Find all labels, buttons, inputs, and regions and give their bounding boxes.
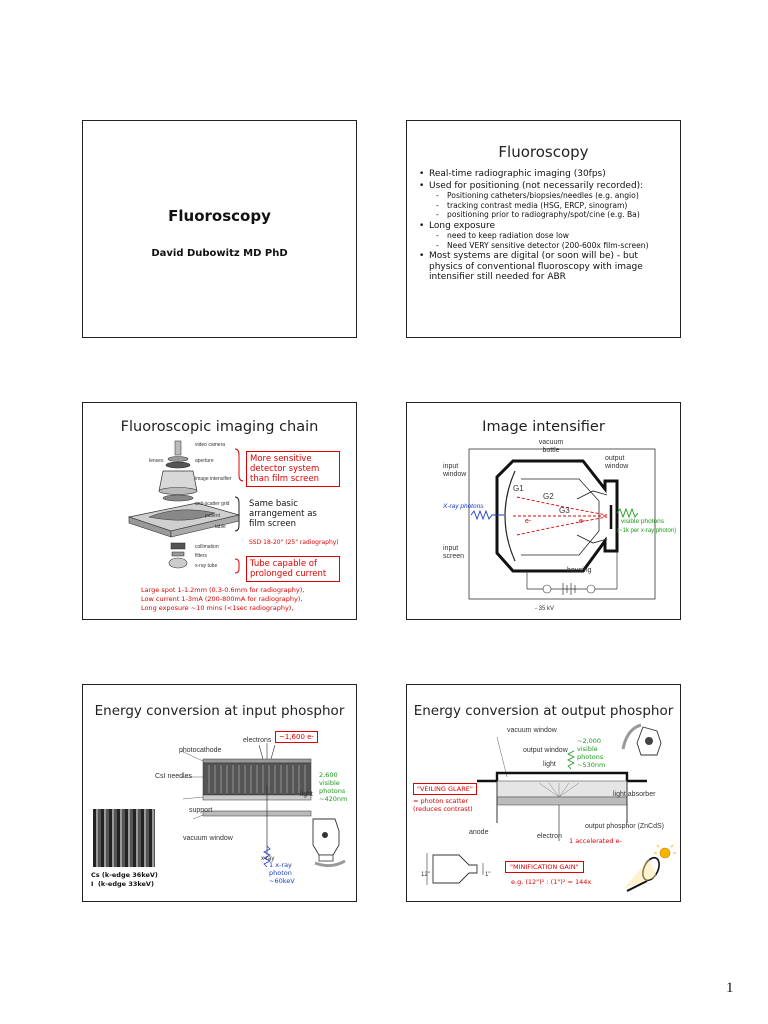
label-output-phosphor: output phosphor (ZnCdS) xyxy=(585,823,664,830)
imaging-chain-diagram xyxy=(127,440,241,569)
veiling-glare-box: "VEILING GLARE" xyxy=(413,783,477,795)
label-x-ray: x-ray xyxy=(261,856,275,862)
tube-capable-box: Tube capable of prolonged current xyxy=(246,556,340,582)
electron-count-box: ~1,600 e- xyxy=(275,731,318,743)
accelerated-electron-note: 1 accelerated e- xyxy=(569,837,622,845)
sub-bullet: Need VERY sensitive detector (200-600x f… xyxy=(429,241,672,251)
slide-input-phosphor: Energy conversion at input phosphor xyxy=(82,684,357,902)
label-g3: G3 xyxy=(559,506,570,515)
sub-bullet: tracking contrast media (HSG, ERCP, sino… xyxy=(429,201,672,211)
label-aperture: aperture xyxy=(195,458,214,464)
slide1-title: Fluoroscopy xyxy=(168,207,271,225)
intensifier-sketch-icon xyxy=(621,723,662,756)
bullet: Real-time radiographic imaging (30fps) xyxy=(419,169,672,180)
slide-image-intensifier: Image intensifier vacuum bottle input wi… xyxy=(406,402,681,620)
magnifier-sun-icon xyxy=(623,845,676,892)
label-collimation: collimation xyxy=(195,544,219,550)
brackets xyxy=(234,448,244,574)
label-patient: patient xyxy=(205,513,221,519)
label-visible-photons: visible photons xyxy=(621,518,664,525)
label-visible-photons-per-xray: (~1k per x-ray photon) xyxy=(617,528,677,534)
label-electrons: electrons xyxy=(243,737,272,744)
label-input-screen: input screen xyxy=(443,545,465,560)
csi-needles-micrograph xyxy=(93,809,155,867)
exposure-note: Long exposure ~10 mins (<1sec radiograph… xyxy=(141,604,294,612)
label-vacuum-window: vacuum window xyxy=(507,727,557,734)
label-x-ray-tube: x-ray tube xyxy=(195,563,218,569)
veiling-glare-note: = photon scatter (reduces contrast) xyxy=(413,797,473,813)
label-support: support xyxy=(189,807,213,814)
sub-bullet: positioning prior to radiography/spot/ci… xyxy=(429,210,672,220)
label-light-absorber: light absorber xyxy=(613,791,656,798)
slide-output-phosphor: Energy conversion at output phosphor xyxy=(406,684,681,902)
slide-imaging-chain: Fluoroscopic imaging chain video camera … xyxy=(82,402,357,620)
slide-title: Fluoroscopy David Dubowitz MD PhD xyxy=(82,120,357,338)
label-vacuum-window: vacuum window xyxy=(183,835,233,842)
bullet: Long exposure need to keep radiation dos… xyxy=(419,221,672,251)
label-electron: electron xyxy=(537,833,562,840)
sub-bullet: need to keep radiation dose low xyxy=(429,231,672,241)
label-g2: G2 xyxy=(543,492,554,501)
cs-k-edge: Cs (k-edge 36keV) xyxy=(91,871,158,879)
intensifier-sketch-icon xyxy=(312,818,346,868)
bullet: Most systems are digital (or soon will b… xyxy=(419,251,672,283)
label-e1: e- xyxy=(525,518,532,525)
label-voltage: - 35 kV xyxy=(535,606,555,612)
iodine-k-edge: I (k-edge 33keV) xyxy=(91,880,154,888)
label-e2: e- xyxy=(579,518,586,525)
ssd-note: SSD 18-20" (25" radiography) xyxy=(249,539,339,546)
label-photocathode: photocathode xyxy=(179,747,222,754)
sensitive-detector-box: More sensitive detector system than film… xyxy=(246,451,340,487)
spot-note: Large spot 1-1.2mm (0.3-0.6mm for radiog… xyxy=(141,586,305,594)
label-1-inch: 1" xyxy=(485,872,491,878)
input-phosphor-diagram xyxy=(180,743,312,868)
bullet: Used for positioning (not necessarily re… xyxy=(419,181,672,220)
label-video-camera: video camera xyxy=(195,442,226,448)
slide2-bullets: Real-time radiographic imaging (30fps) U… xyxy=(419,169,672,284)
label-table: table xyxy=(215,524,226,530)
minification-example: e.g. (12")² : (1")² = 144x xyxy=(511,878,592,886)
label-filters: filters xyxy=(195,553,207,559)
minification-gain-box: "MINIFICATION GAIN" xyxy=(505,861,584,873)
slide2-title: Fluoroscopy xyxy=(498,143,589,161)
label-housing: housing xyxy=(567,567,592,574)
label-light: light xyxy=(300,791,313,798)
image-intensifier-diagram xyxy=(468,448,656,600)
minification-tube-sketch xyxy=(426,853,484,885)
label-image-intensifier: image intensifier xyxy=(195,476,232,482)
slide3-title: Fluoroscopic imaging chain xyxy=(120,419,319,435)
label-lenses: lenses xyxy=(149,458,164,464)
label-g1: G1 xyxy=(513,484,524,493)
label-anode: anode xyxy=(469,829,489,836)
slide1-author: David Dubowitz MD PhD xyxy=(151,248,288,259)
label-csi-needles: CsI needles xyxy=(155,773,192,780)
page-number: 1 xyxy=(726,980,734,996)
label-output-window: output window xyxy=(523,747,568,754)
slide5-title: Energy conversion at input phosphor xyxy=(94,703,345,719)
same-arrangement-note: Same basic arrangement as film screen xyxy=(249,499,317,529)
slide-fluoroscopy-overview: Fluoroscopy Real-time radiographic imagi… xyxy=(406,120,681,338)
sub-bullet: Positioning catheters/biopsies/needles (… xyxy=(429,191,672,201)
current-note: Low current 1-3mA (200-800mA for radiogr… xyxy=(141,595,303,603)
label-x-ray-photons: X-ray photons xyxy=(443,503,484,510)
slide6-title: Energy conversion at output phosphor xyxy=(413,703,674,719)
slide4-title: Image intensifier xyxy=(482,419,605,435)
label-12-inch: 12" xyxy=(421,872,430,878)
label-vacuum-bottle: vacuum bottle xyxy=(538,439,564,454)
label-output-window: output window xyxy=(605,455,629,470)
output-phosphor-diagram xyxy=(477,736,647,841)
label-anti-scatter-grid: anti-scatter grid xyxy=(195,501,230,507)
label-input-window: input window xyxy=(443,463,467,478)
label-light: light xyxy=(543,761,556,768)
